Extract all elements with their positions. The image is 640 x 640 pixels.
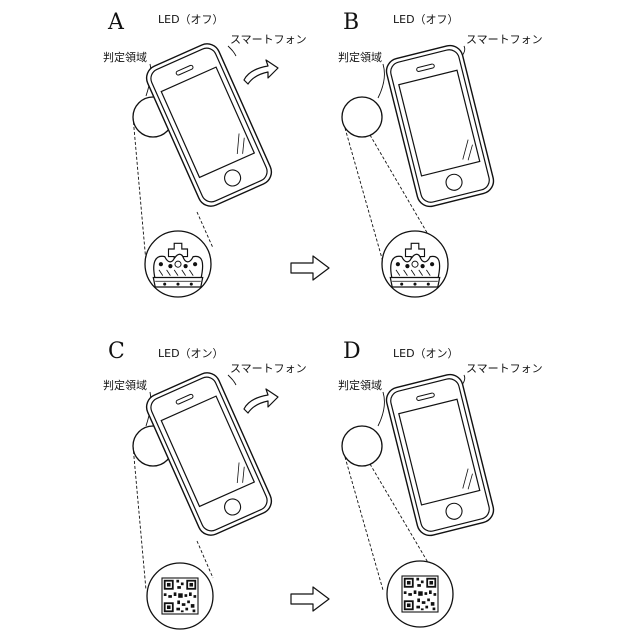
judgment-region-circle (342, 426, 382, 466)
curved-right-arrow-icon (244, 60, 278, 84)
judgment-region-label: 判定領域 (338, 378, 382, 392)
panel-d: D LED（オン） スマートフォン 判定領域 (338, 339, 543, 627)
smartphone-icon (384, 372, 496, 538)
right-arrow-icon (291, 587, 329, 611)
smartphone-label: スマートフォン (230, 362, 307, 375)
smartphone-leader-line (228, 375, 236, 385)
panel-letter: A (107, 10, 125, 35)
smartphone-leader-line (228, 46, 236, 56)
region-leader-line (378, 392, 384, 426)
panel-letter: C (108, 339, 125, 364)
panel-c: C LED（オン） スマートフォン 判定領域 (103, 339, 307, 629)
qr-code-icon (402, 576, 438, 612)
judgment-region-label: 判定領域 (103, 50, 147, 64)
zoom-guide-left (133, 117, 146, 262)
judgment-region-label: 判定領域 (103, 378, 147, 392)
judgment-region-circle (342, 97, 382, 137)
zoom-guide-left (345, 457, 383, 590)
smartphone-label: スマートフォン (466, 33, 543, 46)
judgment-region-label: 判定領域 (338, 50, 382, 64)
smartphone-icon (384, 43, 496, 209)
zoom-guide-left (133, 446, 146, 590)
smartphone-label: スマートフォン (230, 33, 307, 46)
qr-code-icon (162, 578, 198, 614)
region-leader-line (378, 64, 384, 98)
panel-a: A LED（オフ） スマートフォン 判定領域 (103, 10, 307, 297)
led-state-label: LED（オフ） (158, 13, 224, 26)
smartphone-label: スマートフォン (466, 362, 543, 375)
zoom-guide-left (345, 128, 383, 262)
right-arrow-icon (291, 256, 329, 280)
led-state-label: LED（オン） (393, 347, 459, 360)
panel-letter: D (343, 339, 361, 364)
panel-letter: B (343, 10, 359, 35)
led-state-label: LED（オン） (158, 347, 224, 360)
curved-right-arrow-icon (244, 389, 278, 413)
panel-b: B LED（オフ） スマートフォン 判定領域 (338, 10, 543, 297)
led-state-label: LED（オフ） (393, 13, 459, 26)
